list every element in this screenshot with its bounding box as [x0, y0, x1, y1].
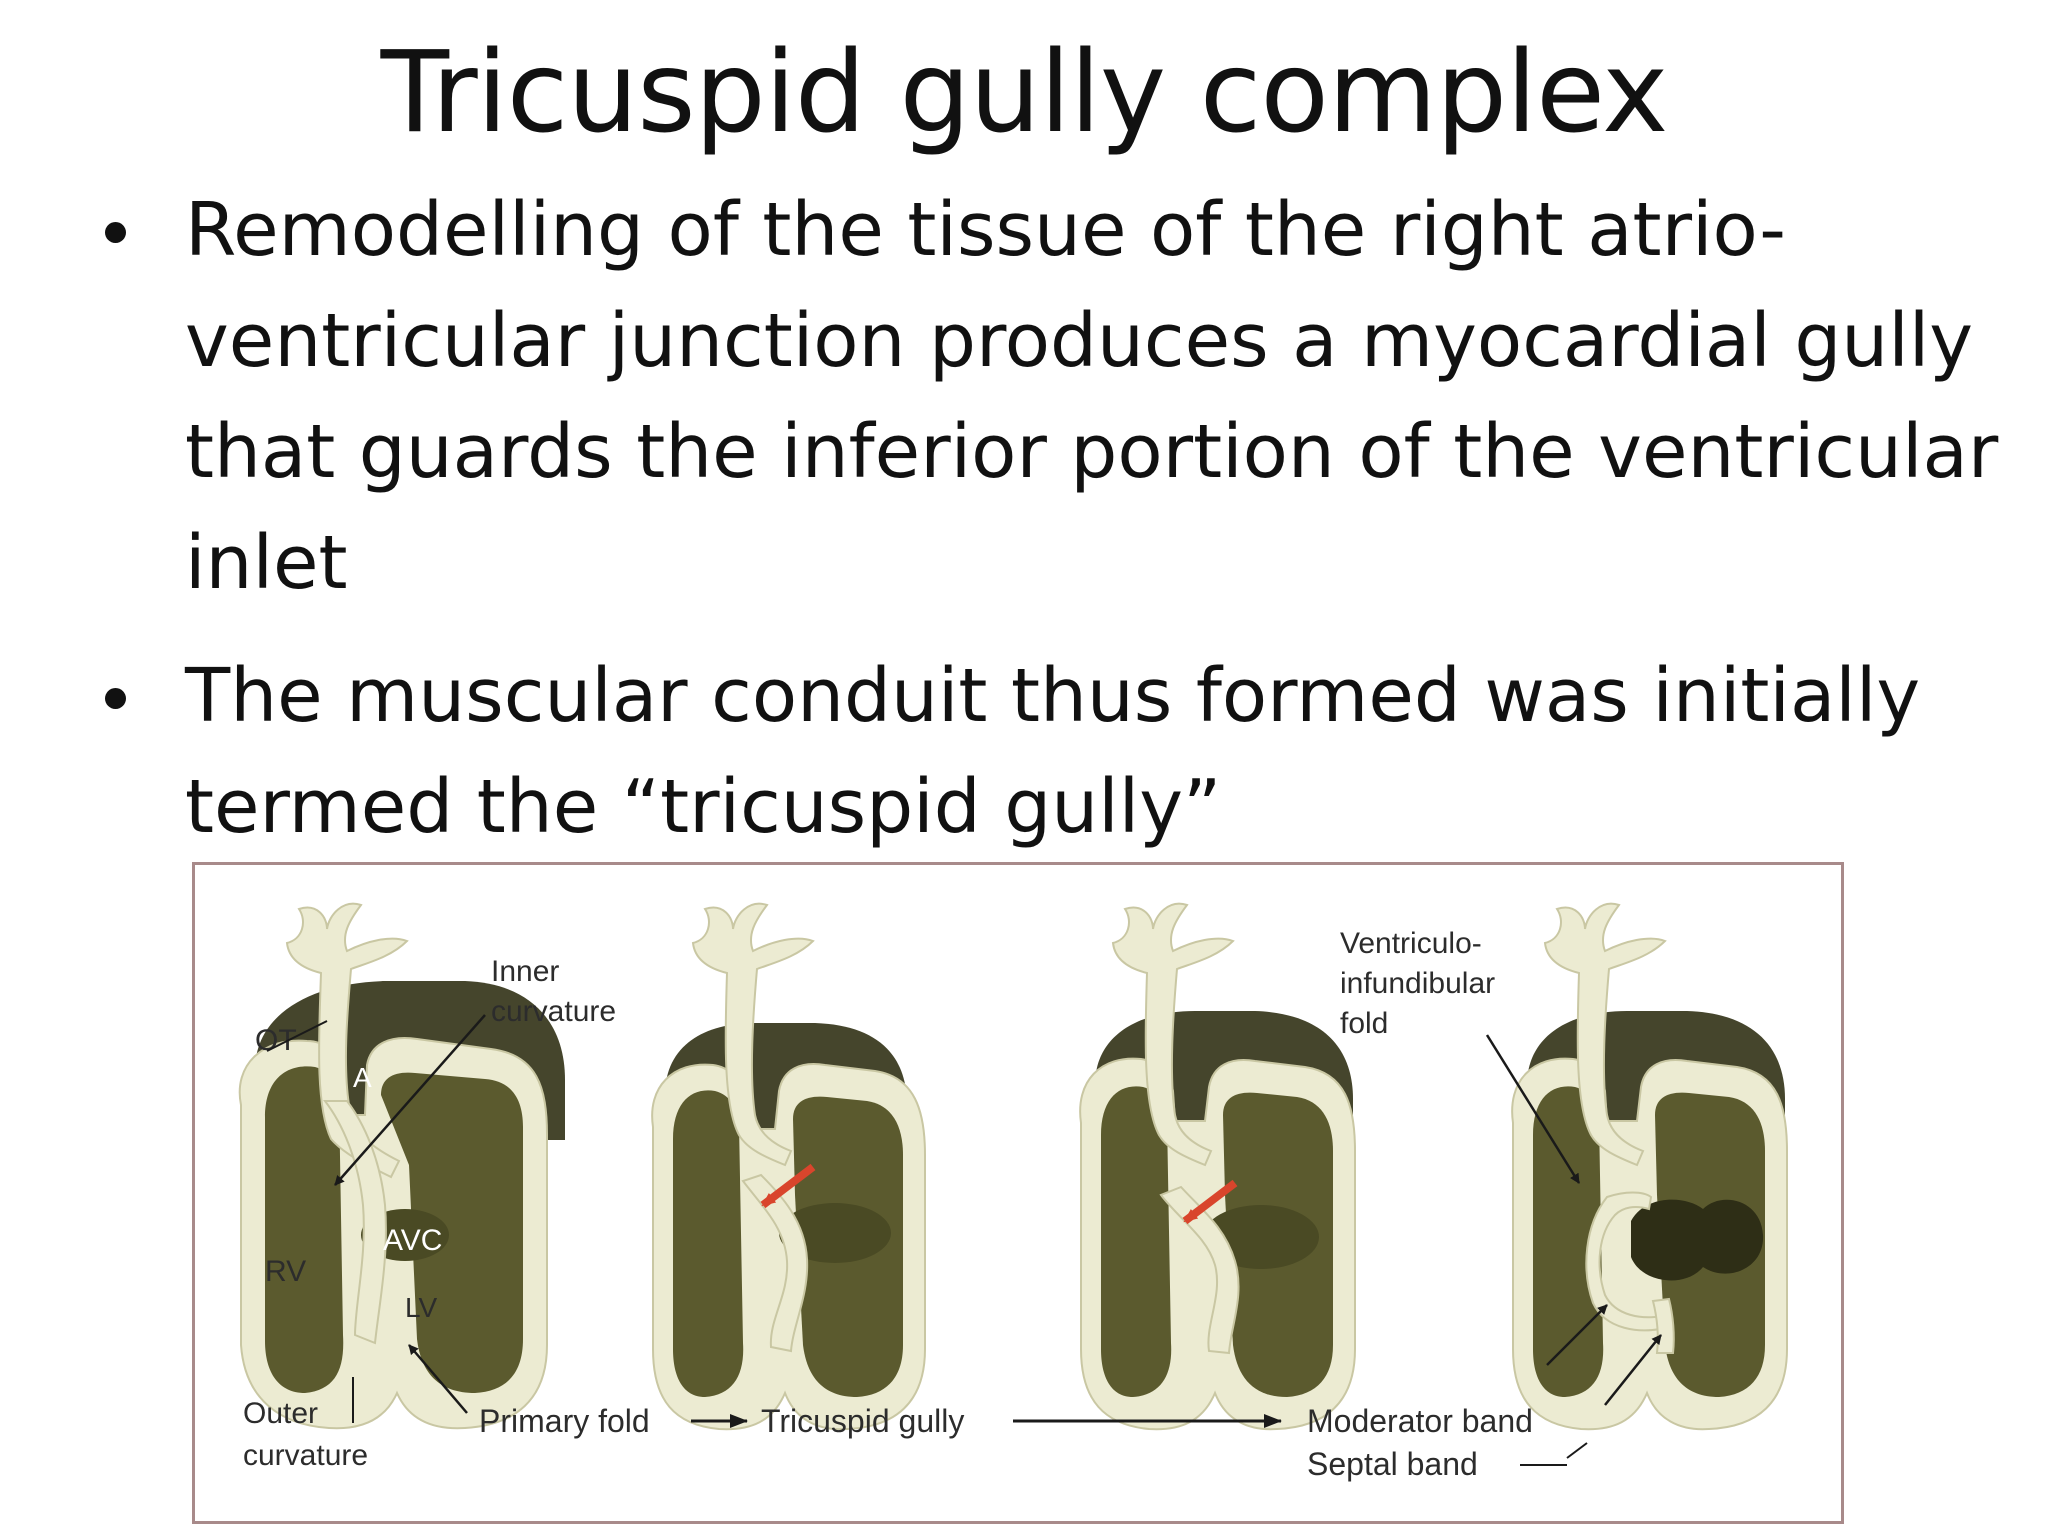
red-flow-arrow [760, 1163, 816, 1209]
right-ventricle-cavity [1101, 1086, 1172, 1397]
tricuspid-gully-tissue [1159, 1185, 1240, 1355]
label-moderator-band: Moderator band [1307, 1403, 1533, 1439]
label-vif-1: Ventriculo- [1340, 927, 1482, 960]
sequence-labels: Primary fold Tricuspid gully Moderator b… [479, 1403, 1533, 1482]
moderator-band-pointer [1546, 1304, 1608, 1366]
tricuspid-gully-tissue [741, 1173, 809, 1353]
label-a: A [353, 1062, 372, 1093]
bullet-text: The muscular conduit thus formed was ini… [185, 653, 1921, 850]
label-primary-fold: Primary fold [479, 1403, 650, 1439]
label-inner-curvature-2: curvature [491, 995, 616, 1028]
ot-pointer [266, 1020, 328, 1052]
label-septal-band: Septal band [1307, 1446, 1478, 1482]
heart-stage-1: OT A AVC RV LV Inner curvature Outer cur… [238, 902, 616, 1472]
outflow-tract [1111, 902, 1235, 1167]
label-outer-curvature-1: Outer [243, 1397, 318, 1430]
left-ventricle-cavity [381, 1072, 523, 1393]
label-tricuspid-gully: Tricuspid gully [761, 1403, 964, 1439]
label-vif-2: infundibular [1340, 967, 1495, 1000]
bullet-dot-icon [105, 222, 126, 243]
bullet-list: Remodelling of the tissue of the right a… [105, 175, 2005, 863]
heart-stage-3 [1079, 902, 1356, 1431]
label-inner-curvature-1: Inner [491, 955, 559, 988]
avc-opening [1631, 1199, 1764, 1281]
slide-title: Tricuspid gully complex [380, 28, 1669, 158]
label-rv: RV [265, 1255, 306, 1288]
inner-curvature-tissue [322, 1100, 387, 1345]
label-ot: OT [255, 1024, 297, 1057]
label-avc: AVC [383, 1224, 442, 1257]
label-lv: LV [405, 1292, 437, 1323]
right-ventricle-cavity [1533, 1086, 1604, 1397]
outflow-tract [1543, 902, 1667, 1167]
heart-stage-2 [651, 902, 926, 1431]
moderator-band-tissue [1585, 1191, 1671, 1332]
primary-fold-pointer [408, 1344, 468, 1414]
bullet-text: Remodelling of the tissue of the right a… [185, 187, 1999, 606]
vif-pointer [1485, 1034, 1581, 1184]
septal-band-pointer [1566, 1442, 1588, 1459]
bullet-item: The muscular conduit thus formed was ini… [105, 641, 2005, 863]
heart-development-diagram: OT A AVC RV LV Inner curvature Outer cur… [238, 902, 1788, 1482]
label-vif-3: fold [1340, 1007, 1388, 1040]
avc-opening [779, 1203, 891, 1263]
outflow-tract [691, 902, 815, 1167]
right-ventricle-cavity [673, 1090, 744, 1397]
right-ventricle-cavity [265, 1066, 344, 1393]
bullet-dot-icon [105, 688, 126, 709]
red-flow-arrow [1182, 1179, 1238, 1225]
moderator-band-pointer-2 [1604, 1334, 1662, 1406]
label-outer-curvature-2: curvature [243, 1439, 368, 1472]
heart-development-figure: OT A AVC RV LV Inner curvature Outer cur… [192, 862, 1844, 1524]
bullet-item: Remodelling of the tissue of the right a… [105, 175, 2005, 619]
heart-stage-4: Ventriculo- infundibular fold [1340, 902, 1788, 1466]
inner-curvature-pointer [334, 1014, 486, 1186]
